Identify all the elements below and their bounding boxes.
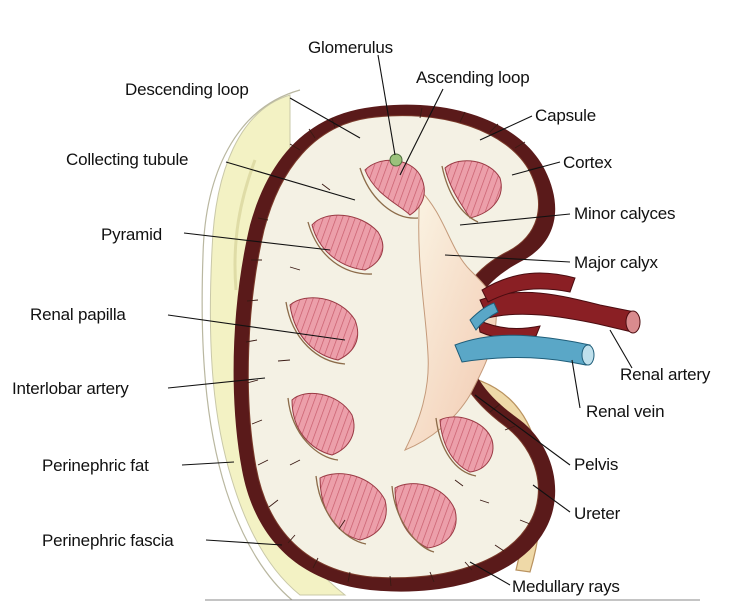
- label-renal-vein: Renal vein: [586, 402, 664, 422]
- label-ascending-loop: Ascending loop: [416, 68, 529, 88]
- label-ureter: Ureter: [574, 504, 620, 524]
- label-perinephric-fat: Perinephric fat: [42, 456, 149, 476]
- label-capsule: Capsule: [535, 106, 596, 126]
- label-renal-papilla: Renal papilla: [30, 305, 126, 325]
- label-glomerulus: Glomerulus: [308, 38, 393, 58]
- label-interlobar-artery: Interlobar artery: [12, 379, 129, 399]
- label-minor-calyces: Minor calyces: [574, 204, 675, 224]
- label-major-calyx: Major calyx: [574, 253, 658, 273]
- label-perinephric-fascia: Perinephric fascia: [42, 531, 174, 551]
- label-renal-artery: Renal artery: [620, 365, 710, 385]
- renal-artery-vessels: [478, 273, 640, 339]
- label-cortex: Cortex: [563, 153, 612, 173]
- label-descending-loop: Descending loop: [125, 80, 249, 100]
- glomerulus-marker: [390, 154, 402, 166]
- label-medullary-rays: Medullary rays: [512, 577, 620, 597]
- label-collecting-tubule: Collecting tubule: [66, 150, 188, 170]
- label-pyramid: Pyramid: [101, 225, 162, 245]
- label-pelvis: Pelvis: [574, 455, 618, 475]
